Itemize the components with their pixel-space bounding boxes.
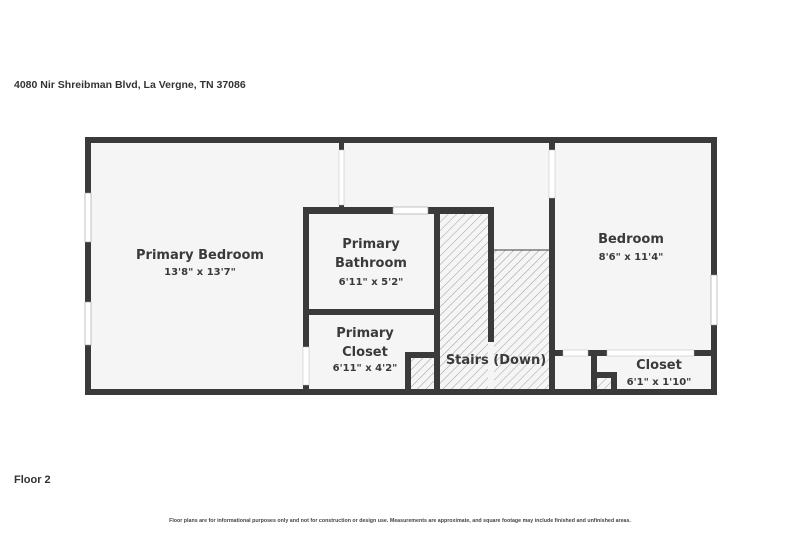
floor-label: Floor 2 (14, 474, 51, 486)
room-dimensions-primary-closet: 6'11" x 4'2" (333, 363, 398, 374)
property-address: 4080 Nir Shreibman Blvd, La Vergne, TN 3… (14, 79, 246, 91)
walls (85, 137, 717, 395)
door-openings (302, 149, 695, 386)
room-dimensions-bedroom: 8'6" x 11'4" (599, 252, 664, 263)
room-dimensions-primary-bathroom: 6'11" x 5'2" (339, 277, 404, 288)
room-name-bedroom: Bedroom (598, 232, 664, 247)
room-name-primary-closet-line1: Primary (336, 326, 394, 341)
windows (84, 192, 718, 346)
room-name-primary-bathroom-line2: Bathroom (335, 256, 407, 271)
disclaimer: Floor plans are for informational purpos… (169, 518, 631, 524)
room-name-closet: Closet (636, 358, 682, 373)
room-name-stairs: Stairs (Down) (446, 353, 546, 368)
room-dimensions-closet: 6'1" x 1'10" (627, 377, 692, 388)
room-name-primary-closet-line2: Closet (342, 345, 388, 360)
room-name-primary-bedroom: Primary Bedroom (136, 248, 264, 263)
room-name-primary-bathroom-line1: Primary (342, 237, 400, 252)
stairs-hatch (411, 214, 611, 390)
room-dimensions-primary-bedroom: 13'8" x 13'7" (164, 267, 236, 278)
